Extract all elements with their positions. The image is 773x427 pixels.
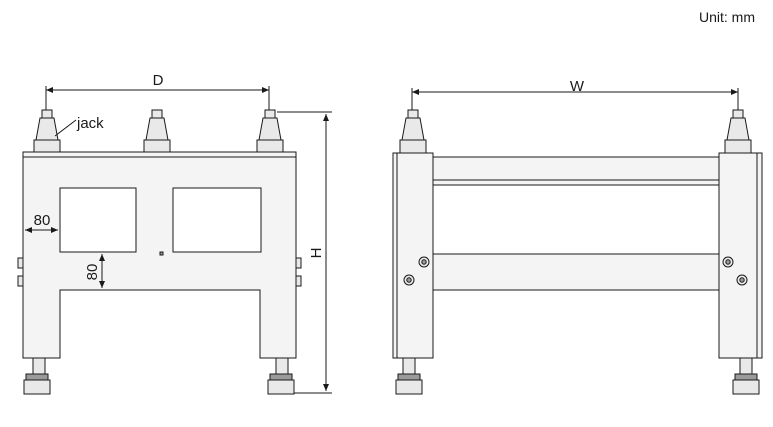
front-window-left xyxy=(59,187,137,253)
front-window-right xyxy=(172,187,262,253)
front-view: D jack 8 xyxy=(17,72,332,395)
dim-gap-label: 80 xyxy=(84,264,101,281)
side-post-right xyxy=(718,152,763,359)
h-label: H xyxy=(308,248,325,259)
jack-label: jack xyxy=(76,115,104,132)
side-bolt-right-lower xyxy=(736,274,748,286)
jack-right xyxy=(256,109,284,153)
unit-label: Unit: mm xyxy=(699,9,755,25)
side-bolt-left-upper xyxy=(418,256,430,268)
front-knob-left-lower xyxy=(17,275,24,287)
side-crossbar-bottom xyxy=(432,253,720,291)
jack-center xyxy=(143,109,171,153)
dim-side-label: 80 xyxy=(34,212,51,229)
jack-left xyxy=(33,109,61,153)
side-foot-left xyxy=(395,357,423,395)
front-knob-right-upper xyxy=(295,257,302,269)
front-foot-left xyxy=(23,357,51,395)
side-jack-right xyxy=(724,109,752,154)
side-jack-left xyxy=(399,109,427,154)
side-crossbar-top xyxy=(432,156,720,181)
front-center-mark xyxy=(159,251,164,256)
side-view: W xyxy=(392,78,763,395)
front-foot-right xyxy=(267,357,295,395)
side-foot-right xyxy=(732,357,760,395)
jack-leader-line xyxy=(54,119,77,137)
w-label: W xyxy=(570,78,585,95)
side-bolt-right-upper xyxy=(722,256,734,268)
side-post-left xyxy=(392,152,434,359)
front-knob-left-upper xyxy=(17,257,24,269)
d-label: D xyxy=(153,72,164,89)
front-knob-right-lower xyxy=(295,275,302,287)
side-crossbar-top-lip xyxy=(432,179,720,186)
side-bolt-left-lower xyxy=(403,274,415,286)
